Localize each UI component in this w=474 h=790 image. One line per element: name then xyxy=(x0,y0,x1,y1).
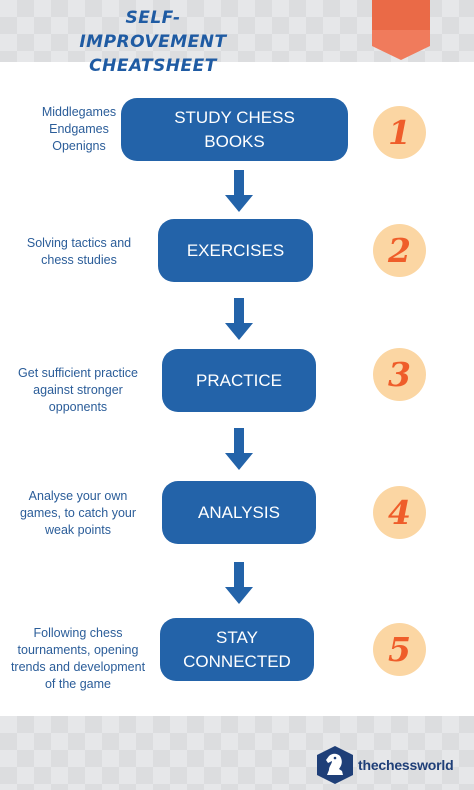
page-title: SELF-IMPROVEMENT CHEATSHEET xyxy=(79,8,227,76)
step-3-box: PRACTICE xyxy=(162,349,316,412)
step-2-number: 2 xyxy=(373,224,426,277)
arrow-down-icon xyxy=(225,298,253,340)
step-3-note: Get sufficient practice against stronger… xyxy=(18,366,138,414)
step-5-box: STAY CONNECTED xyxy=(160,618,314,681)
step-3-number: 3 xyxy=(373,348,426,401)
step-2-note: Solving tactics and chess studies xyxy=(26,236,132,267)
step-1-label: STUDY CHESS BOOKS xyxy=(174,107,295,151)
step-4-label: ANALYSIS xyxy=(198,502,280,522)
arrow-down-icon xyxy=(225,562,253,604)
step-2-box: EXERCISES xyxy=(158,219,313,282)
step-2-label: EXERCISES xyxy=(186,240,285,260)
step-4-box: ANALYSIS xyxy=(162,481,316,544)
footer-banner xyxy=(0,716,474,790)
arrow-down-icon xyxy=(225,428,253,470)
header-banner: SELF-IMPROVEMENT CHEATSHEET xyxy=(0,0,474,76)
step-4-number: 4 xyxy=(373,486,426,539)
step-1-box: STUDY CHESS BOOKS xyxy=(121,98,348,161)
arrow-down-icon xyxy=(225,170,253,212)
step-5-number: 5 xyxy=(373,623,426,676)
step-1-note: Middlegames Endgames Openigns xyxy=(41,105,117,153)
step-5-label: STAY CONNECTED xyxy=(183,627,291,671)
step-4-note: Analyse your own games, to catch your we… xyxy=(19,489,137,537)
chess-knight-logo-icon xyxy=(317,746,353,784)
corner-ribbon xyxy=(372,0,430,60)
brand-name: thechessworld xyxy=(358,757,454,773)
step-1-number: 1 xyxy=(373,106,426,159)
step-5-note: Following chess tournaments, opening tre… xyxy=(10,626,146,691)
step-3-label: PRACTICE xyxy=(196,370,282,390)
